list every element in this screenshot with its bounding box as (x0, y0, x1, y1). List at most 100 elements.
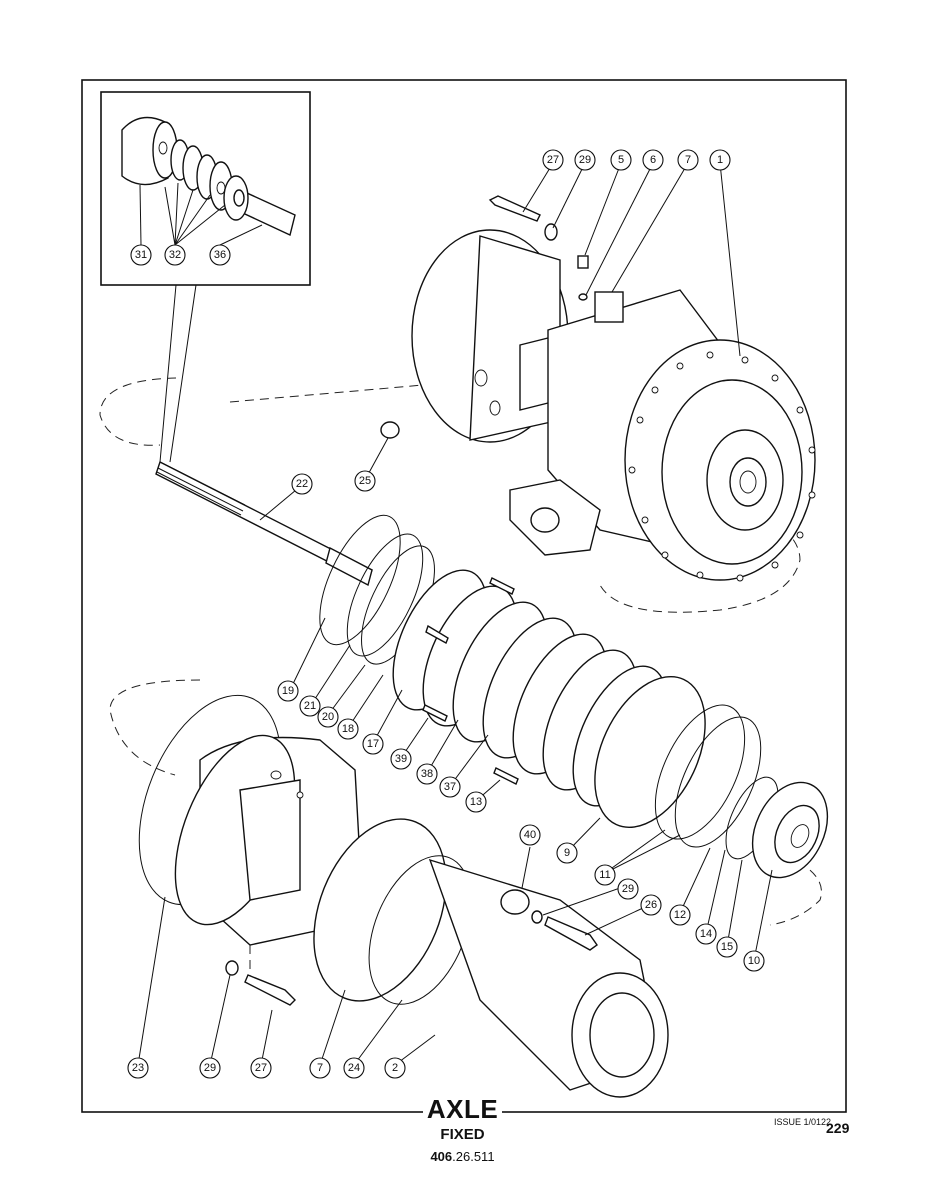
wheel-hub-flange (313, 818, 669, 1098)
callout-26: 26 (640, 894, 662, 916)
pin-13 (493, 767, 519, 785)
svg-text:2: 2 (392, 1062, 398, 1074)
washer-29-mid (531, 910, 543, 924)
svg-text:13: 13 (470, 796, 482, 808)
page-subtitle: FIXED (440, 1126, 485, 1143)
bolt-26 (544, 916, 598, 951)
svg-text:15: 15 (721, 941, 733, 953)
svg-text:9: 9 (564, 847, 570, 859)
svg-text:17: 17 (367, 738, 379, 750)
washer-6 (578, 293, 588, 301)
callout-22: 22 (291, 473, 313, 495)
pin-mid (425, 624, 449, 644)
svg-text:6: 6 (650, 154, 656, 166)
callout-10: 10 (743, 950, 765, 972)
callout-40: 40 (519, 824, 541, 846)
svg-text:22: 22 (296, 478, 308, 490)
part-number: 406.26.511 (0, 1149, 925, 1164)
svg-text:1: 1 (717, 154, 723, 166)
svg-text:27: 27 (547, 154, 559, 166)
svg-text:31: 31 (135, 249, 147, 261)
bush-25 (380, 421, 400, 439)
svg-text:25: 25 (359, 475, 371, 487)
svg-text:23: 23 (132, 1062, 144, 1074)
issue-label: ISSUE 1/0122 (774, 1117, 832, 1127)
callout-14: 14 (695, 923, 717, 945)
svg-text:10: 10 (748, 955, 760, 967)
part-number-suffix: .26.511 (452, 1149, 495, 1164)
upper-housing (411, 229, 816, 581)
callout-27-top: 27 (542, 149, 564, 171)
callout-1: 1 (709, 149, 731, 171)
svg-text:18: 18 (342, 723, 354, 735)
callout-5: 5 (610, 149, 632, 171)
washer-29-upper (544, 223, 558, 241)
callout-12: 12 (669, 904, 691, 926)
callout-31: 31 (130, 244, 152, 266)
lower-housing (138, 694, 361, 946)
assembly-line-lower (109, 679, 822, 980)
callout-27-bottom: 27 (250, 1057, 272, 1079)
svg-text:26: 26 (645, 899, 657, 911)
svg-text:20: 20 (322, 711, 334, 723)
lock-plate-40 (500, 889, 530, 915)
callout-37: 37 (439, 776, 461, 798)
inset-callouts: 31 32 36 (130, 244, 231, 266)
svg-text:37: 37 (444, 781, 456, 793)
callout-7-top: 7 (677, 149, 699, 171)
callout-29-mid: 29 (617, 878, 639, 900)
pin-39 (422, 704, 448, 722)
main-callouts: 27 29 5 6 7 1 25 22 19 21 20 18 17 39 38… (127, 149, 765, 1079)
page-number: 229 (826, 1120, 850, 1136)
svg-text:7: 7 (685, 154, 691, 166)
callout-9: 9 (556, 842, 578, 864)
callout-20: 20 (317, 706, 339, 728)
callout-6: 6 (642, 149, 664, 171)
inset-parts (121, 116, 296, 236)
callout-2: 2 (384, 1057, 406, 1079)
callout-15: 15 (716, 936, 738, 958)
bolt-27-lower (244, 974, 296, 1006)
half-shaft (155, 461, 373, 587)
seal-rings-left (319, 514, 435, 665)
svg-text:39: 39 (395, 753, 407, 765)
svg-text:5: 5 (618, 154, 624, 166)
svg-text:36: 36 (214, 249, 226, 261)
svg-text:24: 24 (348, 1062, 360, 1074)
page-title-text: AXLE (422, 1094, 503, 1124)
washer-29-lower (225, 960, 239, 976)
callout-21: 21 (299, 695, 321, 717)
callout-19: 19 (277, 680, 299, 702)
callout-7-bottom: 7 (309, 1057, 331, 1079)
callout-29-top: 29 (574, 149, 596, 171)
upper-flange-bolt-holes (628, 351, 816, 582)
svg-text:21: 21 (304, 700, 316, 712)
part-number-prefix: 406 (430, 1149, 453, 1164)
svg-text:40: 40 (524, 829, 536, 841)
callout-39: 39 (390, 748, 412, 770)
svg-text:29: 29 (204, 1062, 216, 1074)
callout-13: 13 (465, 791, 487, 813)
callout-38: 38 (416, 763, 438, 785)
callout-36: 36 (209, 244, 231, 266)
piston-assembly (594, 676, 829, 879)
svg-text:38: 38 (421, 768, 433, 780)
callout-24: 24 (343, 1057, 365, 1079)
svg-text:12: 12 (674, 909, 686, 921)
svg-text:14: 14 (700, 928, 712, 940)
callout-11: 11 (594, 864, 616, 886)
plug-5 (577, 255, 589, 269)
callout-23: 23 (127, 1057, 149, 1079)
callout-17: 17 (362, 733, 384, 755)
callout-18: 18 (337, 718, 359, 740)
callout-29-bottom: 29 (199, 1057, 221, 1079)
svg-text:29: 29 (579, 154, 591, 166)
inset-connector (159, 284, 197, 463)
callout-32: 32 (164, 244, 186, 266)
svg-text:11: 11 (599, 869, 610, 881)
pin-upper (489, 577, 515, 595)
svg-text:27: 27 (255, 1062, 267, 1074)
svg-text:29: 29 (622, 883, 634, 895)
bolt-27-upper (488, 195, 541, 222)
